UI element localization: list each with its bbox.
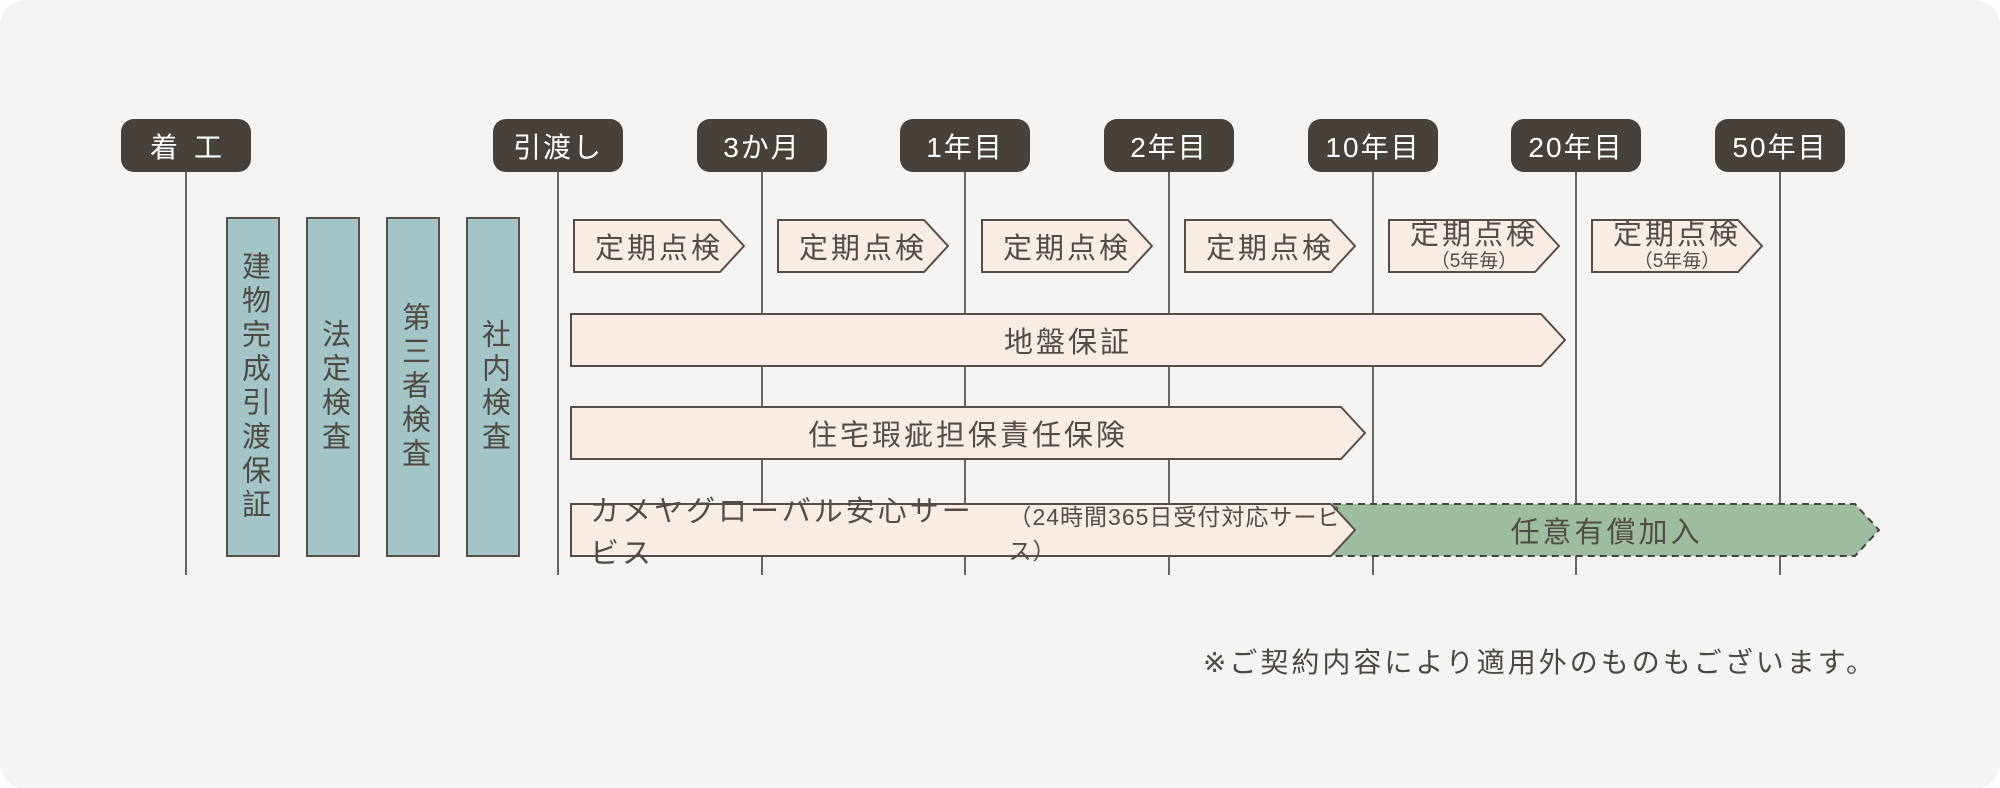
warranty-band-label: 地盤保証	[1003, 327, 1132, 359]
periodic-inspection-arrow-label-group: 定期点検（5年毎）	[1388, 219, 1560, 273]
milestone-badge: 1年目	[900, 119, 1030, 172]
periodic-inspection-arrow-sublabel: （5年毎）	[1633, 250, 1721, 272]
warranty-band-shape	[570, 313, 1566, 367]
periodic-inspection-arrow-label: 定期点検	[1002, 233, 1131, 265]
milestone-badge-label: 20年目	[1528, 131, 1624, 163]
warranty-band-label-group: 住宅瑕疵担保責任保険	[570, 406, 1366, 460]
periodic-inspection-arrow: 定期点検（5年毎）	[1591, 219, 1763, 273]
periodic-inspection-arrow-sublabel: （5年毎）	[1430, 250, 1518, 272]
warranty-band: 住宅瑕疵担保責任保険	[570, 406, 1366, 460]
periodic-inspection-arrow-label: 定期点検	[798, 233, 927, 265]
milestone-badge-label: 引渡し	[512, 131, 603, 163]
periodic-inspection-arrow: 定期点検	[1184, 219, 1356, 273]
construction-phase-label: 法定検査	[317, 319, 350, 455]
milestone-badge-label: 着工	[149, 131, 238, 163]
milestone-badge: 20年目	[1511, 119, 1641, 172]
periodic-inspection-arrow-label: 定期点検	[1205, 233, 1334, 265]
periodic-inspection-arrow-label: 定期点検	[1409, 219, 1538, 252]
milestone-badge-label: 1年目	[926, 131, 1004, 163]
warranty-band: 地盤保証	[570, 313, 1566, 367]
periodic-inspection-arrow-shape	[1388, 219, 1560, 273]
warranty-band-label-group: カメヤグローバル安心サービス （24時間365日受付対応サービス）	[570, 496, 1356, 570]
milestone-badge: 10年目	[1308, 119, 1438, 172]
periodic-inspection-arrow-label-group: 定期点検	[981, 219, 1153, 273]
periodic-inspection-arrow-shape	[1184, 219, 1356, 273]
milestone-badge-label: 10年目	[1325, 131, 1421, 163]
periodic-inspection-arrow: 定期点検（5年毎）	[1388, 219, 1560, 273]
timeline-line	[1575, 172, 1577, 575]
warranty-band-label: カメヤグローバル安心サービス	[590, 496, 974, 570]
milestone-badge: 2年目	[1104, 119, 1234, 172]
timeline-line	[964, 172, 966, 575]
periodic-inspection-arrow-label-group: 定期点検（5年毎）	[1591, 219, 1763, 273]
timeline-line	[1779, 172, 1781, 575]
milestone-badge-label: 2年目	[1130, 131, 1208, 163]
warranty-band-label: 住宅瑕疵担保責任保険	[807, 420, 1128, 452]
optional-paid-band-label-group: 任意有償加入	[1333, 503, 1880, 557]
periodic-inspection-arrow-label-group: 定期点検	[777, 219, 949, 273]
construction-phase-bar: 建物完成引渡保証	[226, 217, 280, 557]
periodic-inspection-arrow-label-group: 定期点検	[1184, 219, 1356, 273]
periodic-inspection-arrow: 定期点検	[777, 219, 949, 273]
milestone-badge: 引渡し	[493, 119, 623, 172]
periodic-inspection-arrow-label-group: 定期点検	[573, 219, 745, 273]
periodic-inspection-arrow: 定期点検	[981, 219, 1153, 273]
periodic-inspection-arrow: 定期点検	[573, 219, 745, 273]
milestone-badge: 50年目	[1715, 119, 1845, 172]
warranty-band-shape	[570, 406, 1366, 460]
timeline-line	[185, 172, 187, 575]
milestone-badge: 3か月	[697, 119, 827, 172]
timeline-line	[1372, 172, 1374, 575]
warranty-band-label-group: 地盤保証	[570, 313, 1566, 367]
timeline-line	[1168, 172, 1170, 575]
warranty-band-sublabel: （24時間365日受付対応サービス）	[1008, 503, 1342, 564]
timeline-line	[761, 172, 763, 575]
periodic-inspection-arrow-label: 定期点検	[594, 233, 723, 265]
milestone-badge-label: 50年目	[1732, 131, 1828, 163]
optional-paid-band-label: 任意有償加入	[1510, 517, 1703, 549]
construction-phase-label: 建物完成引渡保証	[237, 251, 270, 523]
optional-paid-band: 任意有償加入	[1333, 503, 1880, 557]
construction-phase-label: 社内検査	[477, 319, 510, 455]
periodic-inspection-arrow-shape	[1591, 219, 1763, 273]
construction-phase-bar: 法定検査	[306, 217, 360, 557]
disclaimer-note: ※ご契約内容により適用外のものもございます。	[1202, 647, 1877, 678]
warranty-band-shape	[570, 503, 1356, 557]
construction-phase-bar: 社内検査	[466, 217, 520, 557]
milestone-badge: 着工	[121, 119, 251, 172]
periodic-inspection-arrow-shape	[777, 219, 949, 273]
periodic-inspection-arrow-shape	[981, 219, 1153, 273]
periodic-inspection-arrow-shape	[573, 219, 745, 273]
milestone-badge-label: 3か月	[723, 131, 801, 163]
construction-phase-label: 第三者検査	[397, 302, 430, 472]
periodic-inspection-arrow-label: 定期点検	[1612, 219, 1741, 252]
warranty-band: カメヤグローバル安心サービス （24時間365日受付対応サービス）	[570, 496, 1356, 570]
timeline-line	[557, 172, 559, 575]
construction-phase-bar: 第三者検査	[386, 217, 440, 557]
